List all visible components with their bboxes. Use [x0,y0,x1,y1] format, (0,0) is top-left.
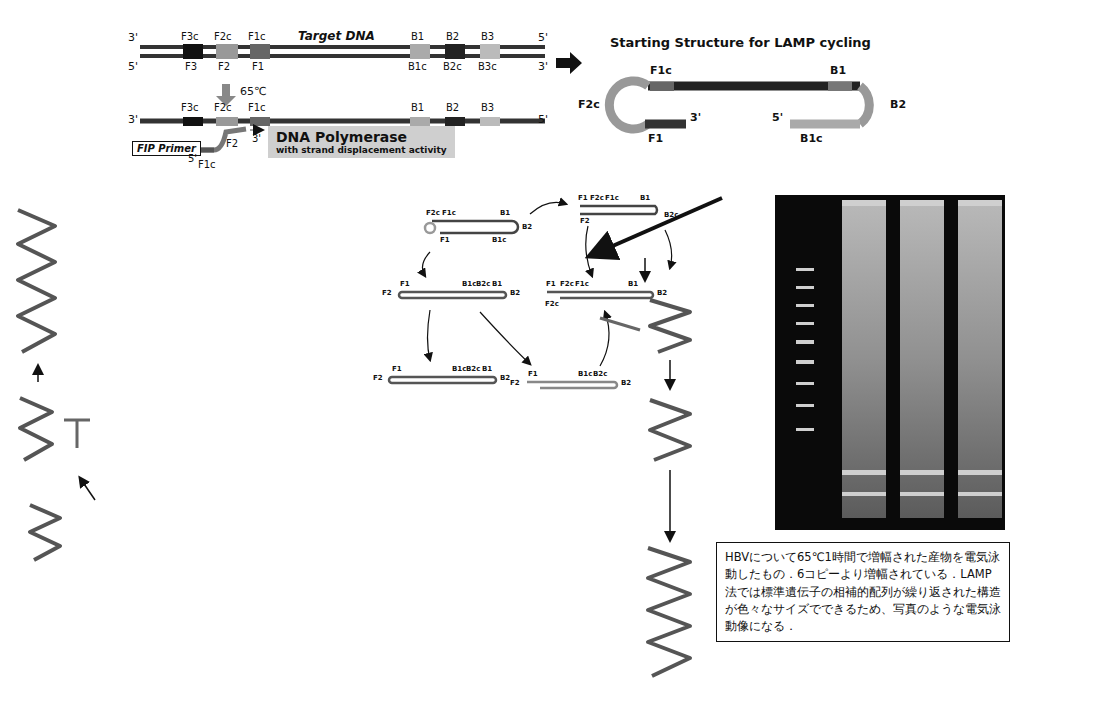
region-label: B1c [462,281,476,288]
region-label: B3c [478,62,497,73]
enzyme-box: DNA Polymerasewith strand displacement a… [268,126,455,158]
region-label: F2c [560,281,574,288]
region-label: F2 [510,380,520,387]
box-title: FIP Primer [137,143,196,154]
region-label: F2 [218,62,230,73]
region-label: B2c [664,212,678,219]
region-label: F2 [226,139,238,150]
region-label: F1 [546,281,556,288]
region-label: B1 [482,366,492,373]
box-title: DNA Polymerase [276,129,447,145]
region-label: B1c [800,133,823,145]
region-label: F2c [590,195,604,202]
region-label: F2c [214,103,232,114]
region-label: B1 [628,281,638,288]
region-label: F1c [248,103,266,114]
region-label: B1 [411,103,424,114]
region-label: B3 [481,103,494,114]
region-label: 3' [128,114,138,126]
gel-photo [775,195,1005,530]
region-label: 5' [538,32,548,44]
region-label: F1c [650,65,672,77]
region-label: B2 [446,103,459,114]
region-label: B2 [890,99,906,111]
region-label: B2c [443,62,462,73]
region-label: F1 [392,366,402,373]
heading-label: Target DNA [298,30,375,43]
region-label: F2c [214,32,232,43]
region-label: B2c [466,366,480,373]
region-label: F1 [400,281,410,288]
region-label: F1 [528,371,538,378]
region-label: F1 [578,195,588,202]
region-label: B3 [481,32,494,43]
region-label: 3' [252,134,261,145]
region-label: B2c [476,281,490,288]
region-label: F1 [440,237,450,244]
region-label: F2 [382,290,392,297]
region-label: B1c [408,62,427,73]
note-box: HBVについて65℃1時間で増幅された産物を電気泳動したもの．6コピーより増幅さ… [716,542,1010,642]
region-label: 5' [128,61,138,73]
region-label: 3' [690,112,701,124]
region-label: F2c [578,99,600,111]
region-label: F1c [575,281,589,288]
dumbbell-structure [609,81,869,129]
region-label: 5' [538,114,548,126]
region-label: B1c [578,371,592,378]
box-title: HBVについて65℃1時間で増幅された産物を電気泳動したもの．6コピーより増幅さ… [725,549,1001,635]
region-label: F2 [580,218,590,225]
region-label: 65℃ [240,86,266,98]
region-label: B2 [446,32,459,43]
region-label: B2 [500,375,510,382]
region-label: 5' [188,154,197,165]
region-label: 5' [772,112,783,124]
dna-strands [140,44,582,150]
region-label: B2 [621,380,631,387]
region-label: B1c [452,366,466,373]
region-label: B1c [492,237,506,244]
region-label: F2 [373,375,383,382]
region-label: B2 [522,224,532,231]
region-label: B1 [411,32,424,43]
region-label: 3' [538,61,548,73]
region-label: 3' [128,32,138,44]
region-label: F1 [252,62,264,73]
region-label: F2c [426,210,440,217]
region-label: F1c [248,32,266,43]
amplification-products [18,210,690,676]
region-label: F2c [545,301,559,308]
region-label: F3c [181,32,199,43]
heading-label: Starting Structure for LAMP cycling [610,36,871,50]
region-label: F1 [648,133,663,145]
region-label: B2c [593,371,607,378]
region-label: F3 [185,62,197,73]
region-label: F1c [198,160,216,171]
region-label: B1 [492,281,502,288]
region-label: B1 [640,195,650,202]
region-label: B2 [657,290,667,297]
region-label: F1c [605,195,619,202]
region-label: F3c [181,103,199,114]
region-label: B2 [510,290,520,297]
box-subtitle: with strand displacement activity [276,145,447,155]
region-label: B1 [830,65,846,77]
region-label: B1 [500,210,510,217]
region-label: F1c [442,210,456,217]
cycle-structures [389,202,672,388]
